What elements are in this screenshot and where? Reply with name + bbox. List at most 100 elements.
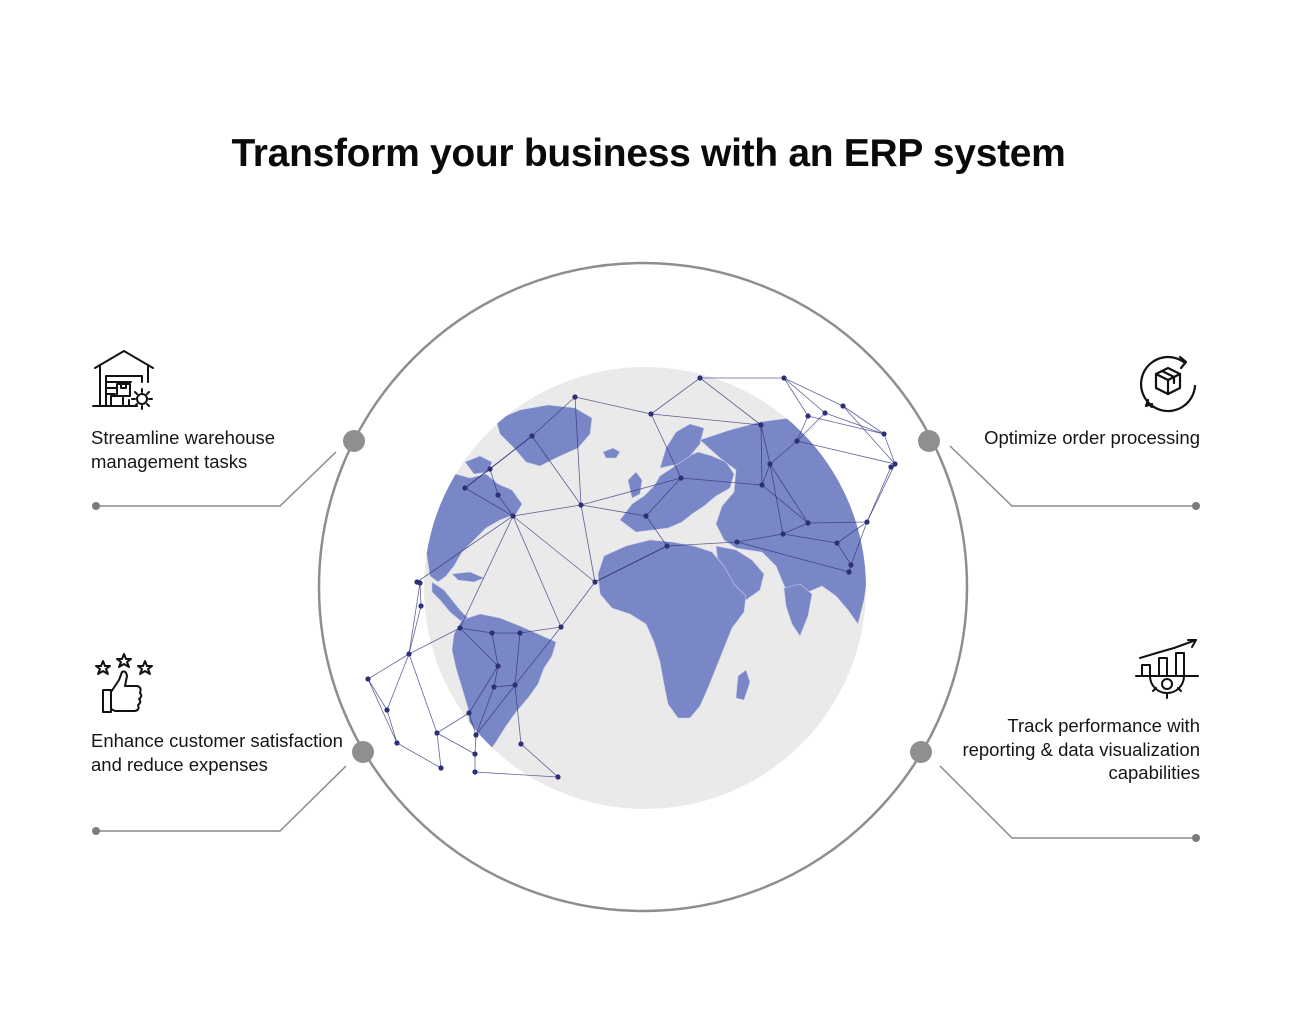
network-node — [555, 774, 561, 780]
network-node — [805, 520, 811, 526]
network-link — [836, 542, 852, 566]
network-link — [474, 734, 477, 755]
network-link — [736, 533, 784, 543]
network-node — [473, 732, 479, 738]
network-node — [529, 433, 535, 439]
ring-node-order — [918, 430, 940, 452]
network-link — [475, 686, 495, 736]
network-node — [438, 765, 444, 771]
connector-dot-reporting — [1192, 834, 1200, 842]
network-link — [396, 742, 442, 769]
network-node — [805, 413, 811, 419]
network-link — [680, 477, 763, 486]
landmass-africa — [597, 539, 747, 719]
network-link — [436, 712, 470, 734]
network-link — [783, 377, 809, 417]
connectors — [96, 445, 1196, 839]
network-link — [866, 466, 892, 523]
bar-chart-growth-icon — [1134, 638, 1200, 704]
network-link — [699, 377, 762, 426]
network-link — [769, 440, 798, 465]
thumbs-up-stars-icon — [91, 650, 157, 716]
network-link — [580, 504, 647, 517]
network-node — [758, 422, 764, 428]
network-node — [648, 411, 654, 417]
order-box-cycle-icon — [1134, 348, 1200, 414]
network-node — [592, 579, 598, 585]
network-node — [848, 562, 854, 568]
network-link — [761, 484, 809, 524]
network-link — [666, 541, 738, 547]
network-link — [760, 424, 771, 465]
network-link — [436, 732, 442, 769]
network-link — [736, 541, 850, 573]
network-node — [518, 741, 524, 747]
network-link — [408, 605, 422, 655]
network-node — [489, 630, 495, 636]
network-link — [512, 515, 596, 583]
network-link — [489, 468, 499, 496]
network-node — [457, 625, 463, 631]
network-node — [759, 482, 765, 488]
network-link — [408, 653, 438, 734]
network-link — [497, 494, 514, 517]
network-link — [807, 415, 885, 435]
feature-label-warehouse: Streamline warehouse management tasks — [91, 427, 276, 472]
network-link — [514, 684, 522, 745]
network-node — [822, 410, 828, 416]
network-link — [416, 515, 514, 583]
ring-node-satisfaction — [352, 741, 374, 763]
network-node — [487, 466, 493, 472]
network-link — [824, 412, 885, 435]
landmass-cuba — [451, 571, 485, 583]
network-link — [464, 487, 514, 517]
network-link — [782, 522, 809, 535]
network-link — [645, 515, 668, 547]
network-link — [783, 377, 844, 407]
landmass-europe — [619, 451, 735, 533]
network-link — [459, 627, 493, 634]
network-link — [796, 415, 809, 442]
ring-node-warehouse — [343, 430, 365, 452]
network-link — [769, 463, 784, 535]
network-node — [495, 663, 501, 669]
network-link — [474, 771, 559, 778]
network-node — [846, 569, 852, 575]
network-link — [531, 396, 576, 437]
network-node — [794, 438, 800, 444]
network-node — [365, 676, 371, 682]
network-node — [558, 624, 564, 630]
connector-reporting — [939, 765, 1196, 839]
network-link — [580, 504, 596, 583]
network-link — [594, 545, 668, 583]
network-link — [650, 377, 701, 415]
network-node — [734, 539, 740, 545]
network-link — [386, 653, 410, 711]
network-node — [664, 543, 670, 549]
network-node — [394, 740, 400, 746]
network-link — [650, 413, 682, 479]
network-link — [645, 477, 682, 517]
network-link — [367, 678, 398, 744]
ring-nodes — [343, 430, 940, 763]
network-node — [512, 682, 518, 688]
network-link — [519, 626, 562, 634]
network-node — [414, 579, 420, 585]
connector-order — [949, 445, 1196, 507]
network-link — [419, 582, 422, 607]
network-node — [462, 485, 468, 491]
landmass-madagascar — [735, 669, 751, 701]
network-node — [678, 475, 684, 481]
network-node — [495, 492, 501, 498]
network-node — [384, 707, 390, 713]
network-node — [643, 513, 649, 519]
landmass-india — [783, 583, 813, 637]
network-link — [493, 684, 516, 688]
network-node — [472, 751, 478, 757]
network-link — [512, 515, 562, 628]
network-node — [864, 519, 870, 525]
network-node — [572, 394, 578, 400]
network-link — [520, 743, 559, 778]
network-link — [760, 424, 763, 486]
